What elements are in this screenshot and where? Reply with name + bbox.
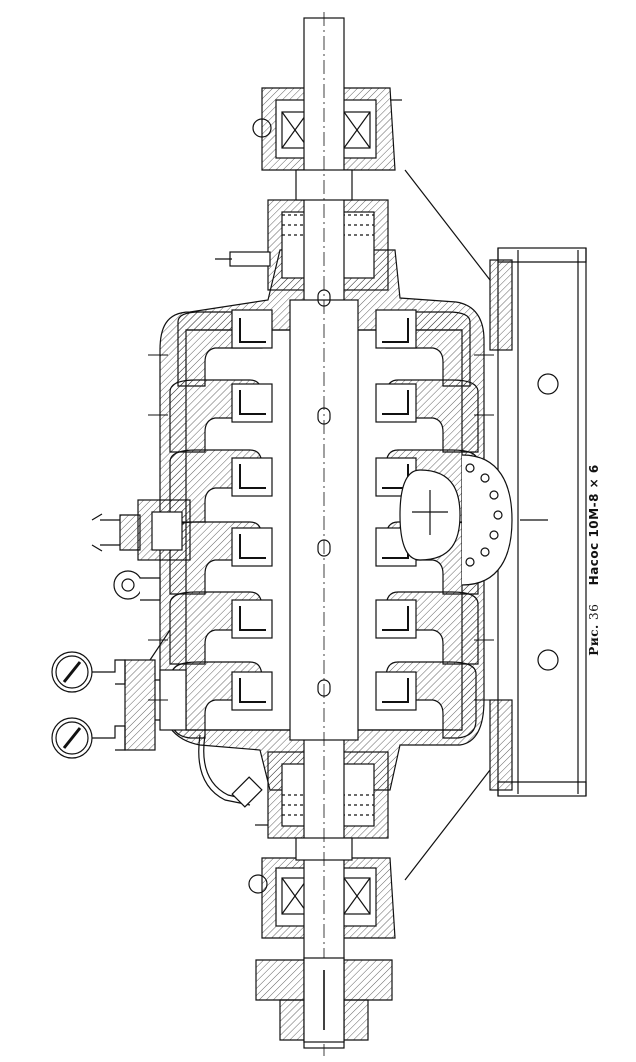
- pump-shaft: [289, 12, 359, 1056]
- stage-1: [177, 309, 471, 387]
- figure-caption: Рис. 36 Насос 10М-8 × 6: [587, 464, 601, 655]
- stage-3: [169, 449, 479, 523]
- stuffing-box-top: [215, 199, 389, 291]
- bearing-oil-ring-bottom: [248, 874, 268, 894]
- stage-2: [169, 379, 479, 453]
- caption-title: Насос 10М-8 × 6: [587, 464, 601, 586]
- coupling: [255, 957, 393, 1043]
- lifting-eye: [113, 570, 161, 601]
- stage-5: [169, 591, 479, 665]
- base-frame: [404, 169, 587, 881]
- casing-bolts: [148, 354, 494, 701]
- bearing-oil-ring-top: [252, 118, 272, 138]
- balance-chamber: [91, 499, 191, 561]
- stage-6: [171, 661, 477, 739]
- pressure-gauge-bottom: [51, 717, 126, 759]
- caption-prefix: Рис.: [587, 624, 601, 656]
- caption-number: 36: [587, 603, 601, 620]
- base-mounting-hole-bottom: [537, 649, 559, 671]
- discharge-flange: [399, 454, 513, 586]
- pressure-gauge-top: [51, 651, 126, 693]
- seal-water-line: [198, 734, 263, 808]
- base-mounting-hole-top: [537, 373, 559, 395]
